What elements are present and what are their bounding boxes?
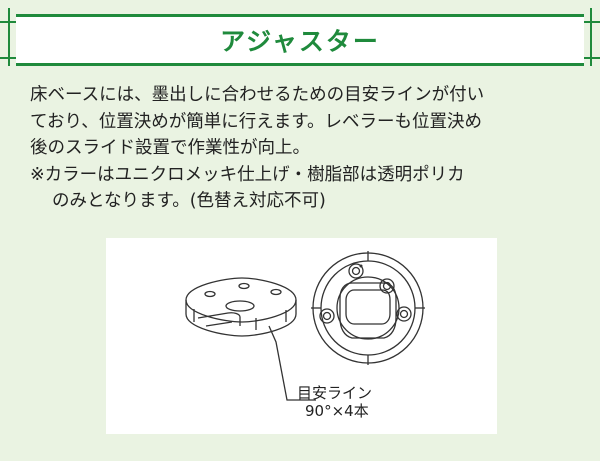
adjuster-drawing bbox=[185, 251, 425, 401]
page-title: アジャスター bbox=[220, 27, 380, 56]
note-line: ※カラーはユニクロメッキ仕上げ・樹脂部は透明ポリカ bbox=[30, 164, 465, 185]
description: 床ベースには、墨出しに合わせるための目安ラインが付い ており、位置決めが簡単に行… bbox=[30, 82, 580, 215]
note-line: のみとなります。(色替え対応不可) bbox=[52, 191, 326, 211]
description-line: 床ベースには、墨出しに合わせるための目安ラインが付い bbox=[30, 85, 485, 105]
guide-line-label: 目安ライン bbox=[297, 384, 373, 402]
product-drawing: 目安ライン 90°×4本 bbox=[106, 238, 497, 434]
title-banner: アジャスター bbox=[16, 14, 584, 66]
guide-line-count: 90°×4本 bbox=[305, 402, 369, 420]
description-line: ており、位置決めが簡単に行えます。レベラーも位置決め bbox=[30, 111, 483, 132]
description-line: 後のスライド設置で作業性が向上。 bbox=[30, 138, 310, 158]
